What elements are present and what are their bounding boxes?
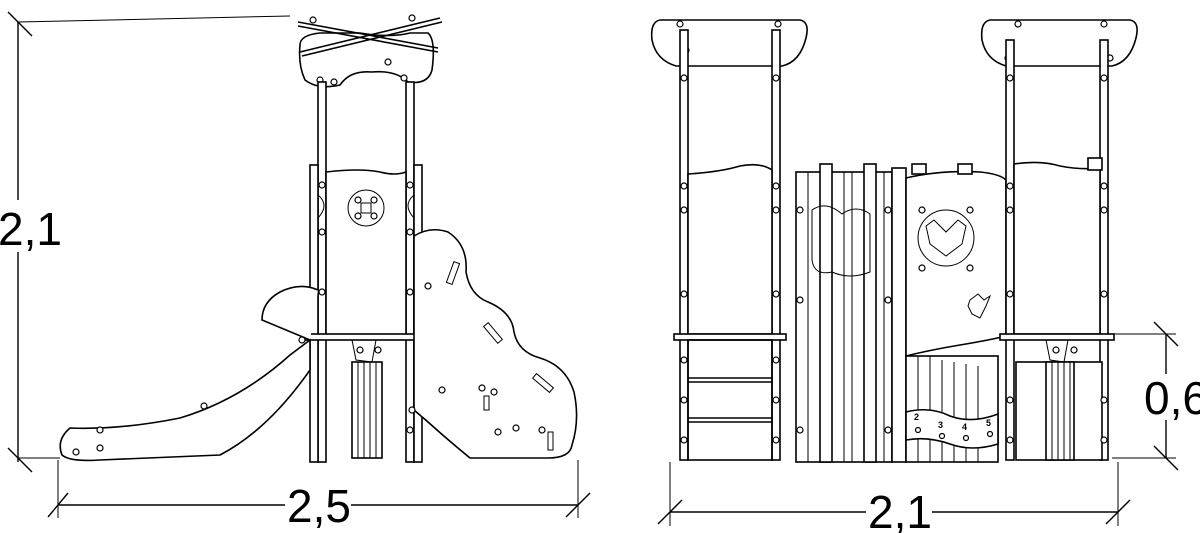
panel-number-3: 3	[938, 420, 943, 430]
front-tower-panel	[317, 169, 415, 337]
width-dimension-front: 2,5	[47, 460, 591, 532]
front-view: 2,1 2,5	[0, 11, 591, 532]
side-ladder	[673, 333, 787, 461]
side-view: 2,1 0,6	[650, 19, 1200, 533]
panel-number-5: 5	[986, 418, 991, 428]
side-roof-left	[650, 19, 808, 67]
platform-height-dimension: 0,6	[1100, 321, 1200, 471]
side-slat-wall	[795, 163, 893, 463]
side-number-panel: 2 3 4 5	[905, 355, 999, 463]
side-right-tower	[999, 39, 1115, 461]
side-fox-panel	[891, 163, 1007, 463]
platform-height-label: 0,6	[1144, 372, 1200, 424]
height-dimension-front: 2,1	[0, 11, 291, 473]
width-label-front: 2,5	[287, 480, 351, 532]
width-label-side: 2,1	[868, 486, 932, 533]
width-dimension-side: 2,1	[657, 462, 1131, 533]
panel-number-4: 4	[962, 422, 967, 432]
side-roof-right	[980, 19, 1138, 67]
front-roof	[297, 14, 443, 88]
side-left-tower	[679, 29, 781, 461]
front-slide	[59, 285, 319, 462]
front-climbing-wall	[406, 228, 578, 459]
front-platform	[303, 333, 429, 459]
height-label-front: 2,1	[0, 203, 62, 255]
panel-number-2: 2	[914, 412, 919, 422]
